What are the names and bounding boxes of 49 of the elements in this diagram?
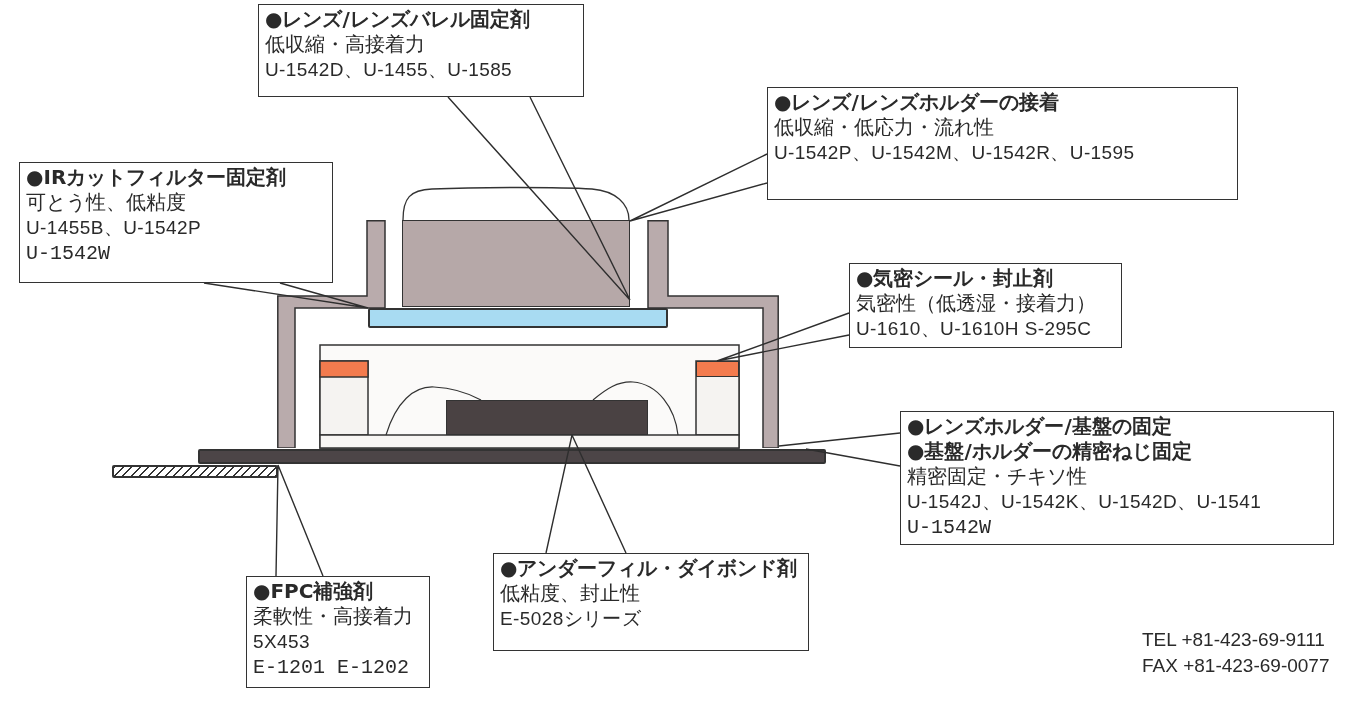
leader-line	[778, 432, 901, 447]
callout-heading: ●基盤/ホルダーの精密ねじ固定	[907, 439, 1192, 464]
callout-box	[849, 263, 1122, 348]
callout-heading: ●IRカットフィルター固定剤	[26, 165, 287, 190]
property-text: 低収縮・高接着力	[265, 32, 425, 57]
callout-box	[493, 553, 809, 651]
ir-filter	[368, 308, 668, 328]
leader-line	[629, 153, 768, 222]
contact-text: FAX +81-423-69-0077	[1142, 654, 1330, 678]
product-codes: U-1542D、U-1455、U-1585	[265, 58, 513, 82]
product-codes: U-1542W	[907, 515, 991, 541]
leader-line	[275, 464, 324, 577]
callout-box	[246, 576, 430, 688]
callout-box	[19, 162, 333, 283]
callout-box	[767, 87, 1238, 200]
product-codes: E-1201 E-1202	[253, 655, 410, 681]
callout-box	[258, 4, 584, 97]
leader-line	[805, 448, 901, 467]
sealant-block	[696, 361, 739, 377]
callout-box	[900, 411, 1334, 545]
leader-line	[716, 312, 850, 362]
product-codes: U-1455B、U-1542P	[26, 216, 201, 240]
product-codes: E-5028シリーズ	[500, 607, 642, 631]
contact-text: TEL +81-423-69-9111	[1142, 628, 1325, 652]
product-codes: U-1610、U-1610H S-295C	[856, 317, 1092, 341]
leader-line	[447, 96, 631, 301]
callout-heading: ●気密シール・封止剤	[856, 266, 1054, 291]
circuit-board	[198, 449, 826, 464]
property-text: 柔軟性・高接着力	[253, 604, 413, 629]
fpc-strip	[112, 465, 278, 478]
property-text: 気密性（低透湿・接着力）	[856, 291, 1096, 316]
property-text: 精密固定・チキソ性	[907, 464, 1087, 489]
product-codes: 5X453	[253, 630, 310, 654]
property-text: 可とう性、低粘度	[26, 190, 186, 215]
product-codes: U-1542W	[26, 241, 110, 267]
property-text: 低粘度、封止性	[500, 581, 640, 606]
leader-line	[203, 282, 369, 309]
callout-heading: ●レンズホルダー/基盤の固定	[907, 414, 1172, 439]
lens-barrel	[402, 220, 630, 307]
callout-heading: ●アンダーフィル・ダイボンド剤	[500, 556, 798, 581]
product-codes: U-1542J、U-1542K、U-1542D、U-1541	[907, 490, 1262, 514]
leader-line	[545, 434, 627, 554]
callout-heading: ●FPC補強剤	[253, 579, 374, 604]
product-codes: U-1542P、U-1542M、U-1542R、U-1595	[774, 141, 1135, 165]
property-text: 低収縮・低応力・流れ性	[774, 115, 994, 140]
sensor-chip	[446, 400, 648, 435]
lens-holder	[277, 220, 779, 448]
callout-heading: ●レンズ/レンズバレル固定剤	[265, 7, 530, 32]
callout-heading: ●レンズ/レンズホルダーの接着	[774, 90, 1059, 115]
